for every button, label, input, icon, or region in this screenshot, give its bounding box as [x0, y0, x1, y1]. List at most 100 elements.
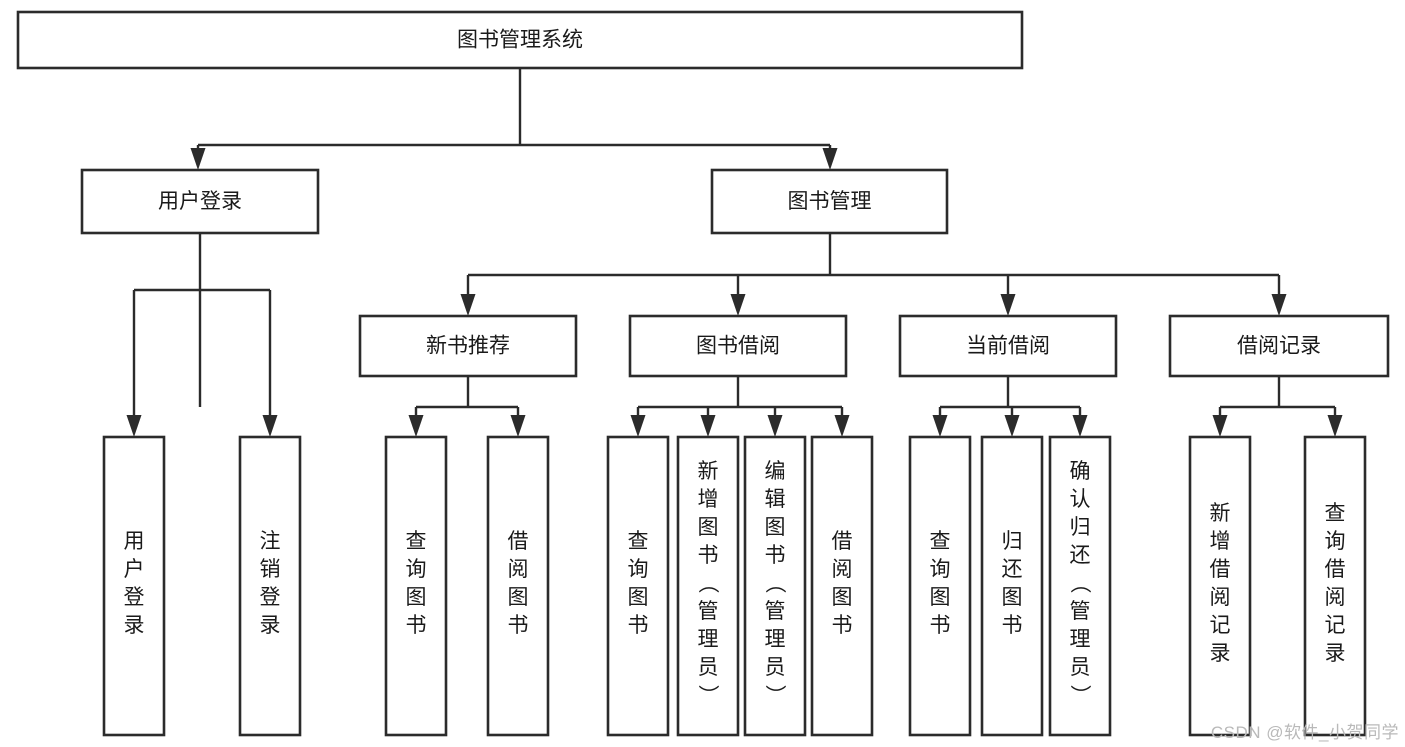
leaf-query-book-recommend-box[interactable]	[384, 435, 448, 737]
leaf-query-book-borrow-box[interactable]	[606, 435, 670, 737]
node-new-book-recommend[interactable]: 新书推荐	[358, 314, 578, 378]
leaf-confirm-return-admin-label-char: 还	[1070, 544, 1091, 567]
node-book-management-box[interactable]	[710, 168, 949, 235]
leaf-add-borrow-record-label-char: 增	[1210, 530, 1231, 553]
leaf-add-book-admin-label-char: 图	[698, 516, 719, 539]
arrow-to-leaf-8	[834, 415, 850, 437]
node-borrow-record[interactable]: 借阅记录	[1168, 314, 1390, 378]
leaf-logout-box[interactable]	[238, 435, 302, 737]
arrow-to-book-borrow	[730, 294, 746, 316]
arrow-to-leaf-9	[932, 415, 948, 437]
leaf-return-book-box[interactable]	[980, 435, 1044, 737]
leaf-add-borrow-record-label-char: 阅	[1210, 586, 1231, 609]
leaf-confirm-return-admin-label-char: 理	[1070, 628, 1091, 651]
node-current-borrow-box[interactable]	[898, 314, 1118, 378]
leaf-query-book-recommend-label-char: 书	[406, 614, 427, 637]
leaf-query-book-recommend-label-char: 查	[406, 530, 427, 553]
node-book-borrow-box[interactable]	[628, 314, 848, 378]
node-new-book-recommend-box[interactable]	[358, 314, 578, 378]
leaf-add-borrow-record-label-char: 记	[1210, 614, 1231, 637]
leaf-edit-book-admin-label-char: 编	[765, 460, 786, 483]
arrow-to-leaf-7	[767, 415, 783, 437]
leaf-query-book-recommend-label-char: 图	[406, 586, 427, 609]
leaf-confirm-return-admin-label-char: 确	[1070, 460, 1091, 483]
leaf-query-book-current-label-char: 书	[930, 614, 951, 637]
leaf-borrow-book-label-char: 图	[832, 586, 853, 609]
node-current-borrow[interactable]: 当前借阅	[898, 314, 1118, 378]
leaf-query-borrow-record-label-char: 记	[1325, 614, 1346, 637]
leaf-borrow-book-recommend-label-char: 图	[508, 586, 529, 609]
leaf-query-book-current-label-char: 查	[930, 530, 951, 553]
leaf-query-borrow-record-label-char: 借	[1325, 558, 1346, 581]
leaf-borrow-book-recommend-label-char: 借	[508, 530, 529, 553]
leaf-query-book-borrow-label-char: 查	[628, 530, 649, 553]
leaf-borrow-book-recommend-box[interactable]	[486, 435, 550, 737]
leaf-user-login-box[interactable]	[102, 435, 166, 737]
arrow-to-user-login	[190, 148, 206, 170]
leaf-add-borrow-record-box[interactable]	[1188, 435, 1252, 737]
leaf-edit-book-admin-label-char: 书	[765, 544, 786, 567]
leaf-borrow-book-recommend-label-char: 阅	[508, 558, 529, 581]
leaf-confirm-return-admin-label-char: 管	[1070, 600, 1091, 623]
leaf-add-book-admin-label-char: 理	[698, 628, 719, 651]
node-root-system[interactable]: 图书管理系统	[16, 10, 1024, 70]
leaf-query-book-current-label-char: 图	[930, 586, 951, 609]
leaf-edit-book-admin-label-char: 员	[765, 656, 786, 679]
node-user-login-box[interactable]	[80, 168, 320, 235]
arrow-to-leaf-11	[1072, 415, 1088, 437]
leaf-return-book-label-char: 图	[1002, 586, 1023, 609]
leaf-edit-book-admin-label-char: （	[763, 573, 786, 594]
leaf-query-book-recommend-label-char: 询	[406, 558, 427, 581]
leaf-query-borrow-record-box[interactable]	[1303, 435, 1367, 737]
node-new-book-recommend-label: 新书推荐	[426, 335, 510, 358]
leaf-edit-book-admin-box[interactable]	[743, 435, 807, 737]
leaf-borrow-book-box[interactable]	[810, 435, 874, 737]
leaf-confirm-return-admin-label-char: 员	[1070, 656, 1091, 679]
leaf-add-borrow-record-label-char: 新	[1210, 502, 1231, 525]
node-book-borrow[interactable]: 图书借阅	[628, 314, 848, 378]
leaf-query-borrow-record-label-char: 询	[1325, 530, 1346, 553]
arrow-to-leaf-12	[1212, 415, 1228, 437]
leaf-borrow-book-recommend-label-char: 书	[508, 614, 529, 637]
leaf-borrow-book-label-char: 借	[832, 530, 853, 553]
arrow-to-leaf-1	[126, 415, 142, 437]
leaf-query-book-borrow-label-char: 询	[628, 558, 649, 581]
leaf-query-borrow-record-label-char: 录	[1325, 642, 1346, 665]
node-borrow-record-box[interactable]	[1168, 314, 1390, 378]
leaf-user-login-label-char: 户	[124, 558, 145, 581]
leaf-return-book-label-char: 书	[1002, 614, 1023, 637]
node-layer: 图书管理系统用户登录图书管理新书推荐图书借阅当前借阅借阅记录用户登录注销登录查询…	[16, 10, 1390, 737]
node-root-system-box[interactable]	[16, 10, 1024, 70]
leaf-query-book-current-box[interactable]	[908, 435, 972, 737]
leaf-query-book-current-label-char: 询	[930, 558, 951, 581]
node-user-login[interactable]: 用户登录	[80, 168, 320, 235]
leaf-query-borrow-record-label-char: 查	[1325, 502, 1346, 525]
leaf-add-book-admin-box[interactable]	[676, 435, 740, 737]
leaf-add-book-admin-label-char: ）	[696, 685, 719, 706]
node-user-login-label: 用户登录	[158, 190, 242, 213]
node-book-management[interactable]: 图书管理	[710, 168, 949, 235]
leaf-user-login[interactable]: 用户登录	[102, 435, 166, 737]
arrow-to-book-manage	[822, 148, 838, 170]
leaf-confirm-return-admin-box[interactable]	[1048, 435, 1112, 737]
leaf-query-book-borrow-label-char: 书	[628, 614, 649, 637]
leaf-user-login-label-char: 用	[124, 530, 145, 553]
leaf-confirm-return-admin-label-char: 认	[1070, 488, 1091, 511]
leaf-add-book-admin-label-char: 书	[698, 544, 719, 567]
leaf-logout-label-char: 录	[260, 614, 281, 637]
leaf-add-borrow-record-label-char: 录	[1210, 642, 1231, 665]
leaf-borrow-book-label-char: 书	[832, 614, 853, 637]
